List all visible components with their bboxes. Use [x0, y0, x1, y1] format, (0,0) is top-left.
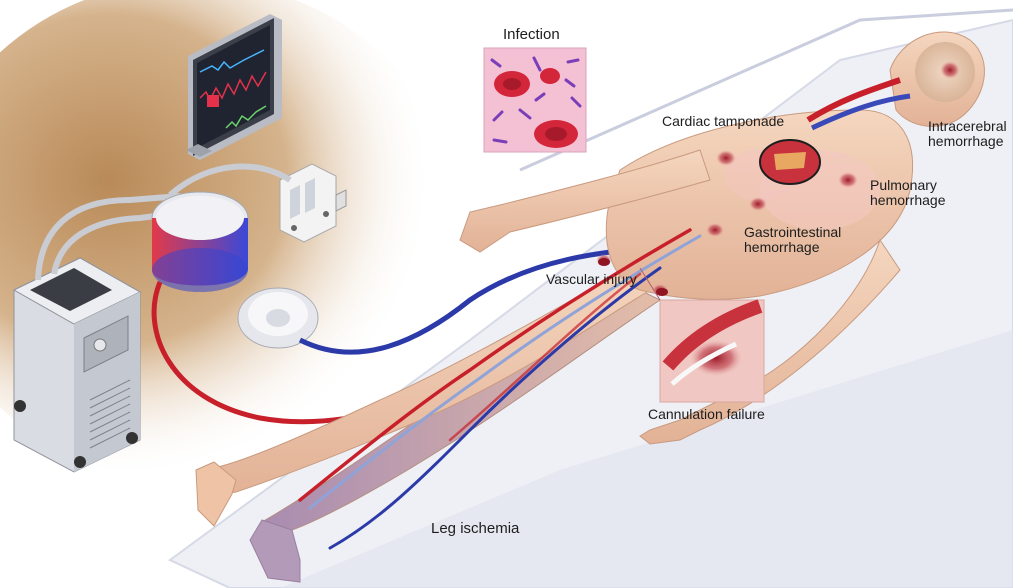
label-leg-ischemia: Leg ischemia: [431, 521, 519, 537]
infection-inset: [484, 48, 586, 152]
label-intracerebral-1: Intracerebral: [928, 118, 1007, 134]
label-pulmonary-2: hemorrhage: [870, 192, 946, 208]
blood-pump: [238, 288, 318, 348]
label-vascular-injury: Vascular injury: [546, 271, 637, 287]
heater-unit: [14, 258, 140, 472]
label-infection: Infection: [503, 27, 560, 43]
label-intracerebral-2: hemorrhage: [928, 133, 1004, 149]
label-pulmonary-1: Pulmonary: [870, 177, 937, 193]
oxygenator: [152, 192, 248, 292]
label-gastrointestinal-2: hemorrhage: [744, 239, 820, 255]
label-gastrointestinal-1: Gastrointestinal: [744, 224, 841, 240]
label-cannulation-failure: Cannulation failure: [648, 406, 765, 422]
brain-bleed: [940, 61, 960, 79]
label-cardiac-tamponade: Cardiac tamponade: [662, 113, 784, 129]
